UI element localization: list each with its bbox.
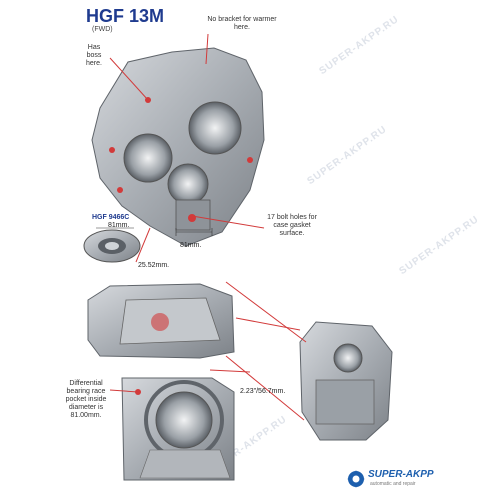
logo-name: SUPER-AKPP bbox=[368, 469, 434, 480]
logo-tagline: automatic and repair bbox=[370, 481, 416, 487]
page-title: HGF 13M bbox=[86, 6, 165, 26]
dimension-81mm: 81mm. bbox=[180, 242, 202, 249]
note-has-boss: Has boss here. bbox=[86, 44, 102, 67]
dimension-56-7mm: 2.23"/56.7mm. bbox=[240, 388, 286, 395]
part-number: HGF 9466C bbox=[92, 214, 130, 221]
logo-gear-icon bbox=[347, 470, 365, 488]
note-bolt-holes: 17 bolt holes for case gasket surface. bbox=[267, 214, 317, 237]
part-dimension: 81mm. bbox=[108, 222, 130, 229]
differential-closeup bbox=[121, 377, 235, 481]
case-side-view bbox=[299, 321, 393, 441]
bearing-part bbox=[83, 229, 141, 263]
brand-logo: SUPER-AKPP automatic and repair bbox=[346, 467, 464, 493]
case-gasket-view bbox=[86, 282, 236, 359]
callout-lines bbox=[109, 33, 307, 421]
note-no-bracket: No bracket for warmer here. bbox=[207, 16, 277, 31]
dimension-25-52mm: 25.52mm. bbox=[138, 262, 170, 269]
note-differential: Differential bearing race pocket inside … bbox=[65, 380, 107, 419]
main-case-top bbox=[91, 47, 265, 247]
page-subtitle: (FWD) bbox=[92, 26, 113, 33]
dimension-lines bbox=[96, 227, 213, 236]
